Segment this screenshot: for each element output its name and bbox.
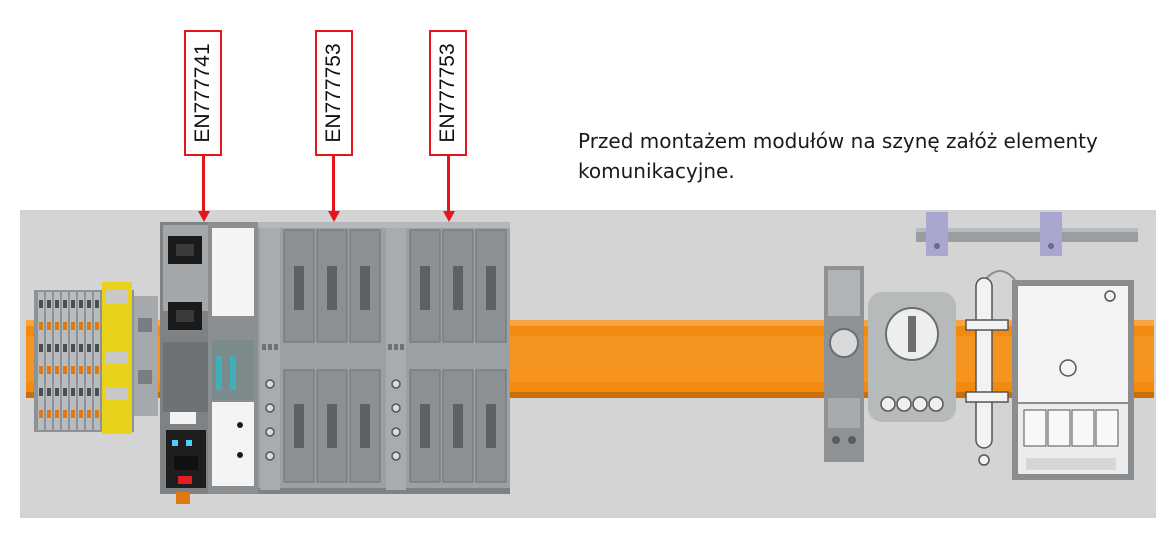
module-code: EN777753 — [436, 43, 459, 143]
arrow-head — [328, 211, 340, 222]
module-code: EN777741 — [191, 43, 214, 143]
module-code: EN777753 — [322, 43, 345, 143]
io-module-group-1 — [258, 222, 384, 494]
fan-heater — [868, 292, 956, 422]
io-module-group-2 — [384, 222, 510, 494]
terminal-blocks — [34, 282, 158, 434]
module-label-coupler: EN777741 — [184, 30, 222, 156]
module-label-io-2: EN777753 — [429, 30, 467, 156]
coupler-module — [160, 222, 258, 504]
arrow-line — [447, 156, 450, 212]
arrow-head — [198, 211, 210, 222]
temperature-sensor — [965, 270, 1016, 466]
arrow-line — [332, 156, 335, 212]
enclosure-lighting-unit — [1012, 280, 1134, 480]
arrow-line — [202, 156, 205, 212]
module-label-io-1: EN777753 — [315, 30, 353, 156]
status-led-icon — [172, 440, 178, 446]
arrow-head — [443, 211, 455, 222]
thermostat — [824, 266, 864, 462]
assembly-instruction: Przed montażem modułów na szynę załóż el… — [578, 129, 1098, 183]
upper-rail — [916, 212, 1138, 256]
